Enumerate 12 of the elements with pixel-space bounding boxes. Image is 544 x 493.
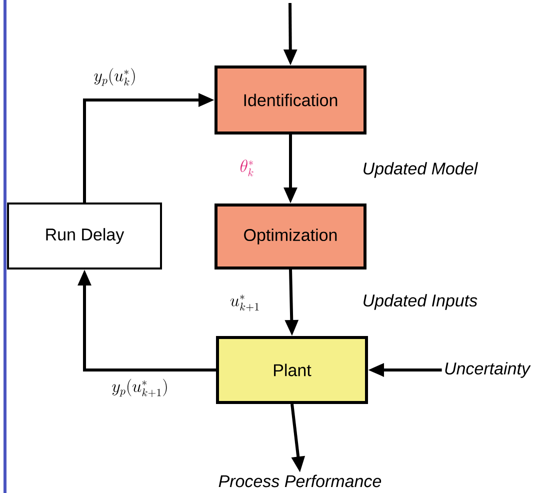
input-label: Uncertainty (445, 362, 531, 378)
process-box: Identification (214, 66, 366, 134)
edge-label: $y_p(u_k^*)$ (94, 68, 135, 86)
edge-label: $\theta_k^*$ (240, 160, 254, 176)
process-box: Optimization (214, 204, 366, 270)
output-label: Process Performance (218, 474, 382, 488)
annotation-text: Updated Inputs (364, 294, 478, 310)
process-box: Run Delay (7, 202, 162, 270)
edge-label: $u_{k+1}^*$ (230, 294, 259, 312)
process-box: Plant (216, 336, 368, 404)
edge-label: $y_p(u_{k+1}^*)$ (112, 378, 167, 398)
annotation-text: Updated Model (364, 162, 478, 178)
